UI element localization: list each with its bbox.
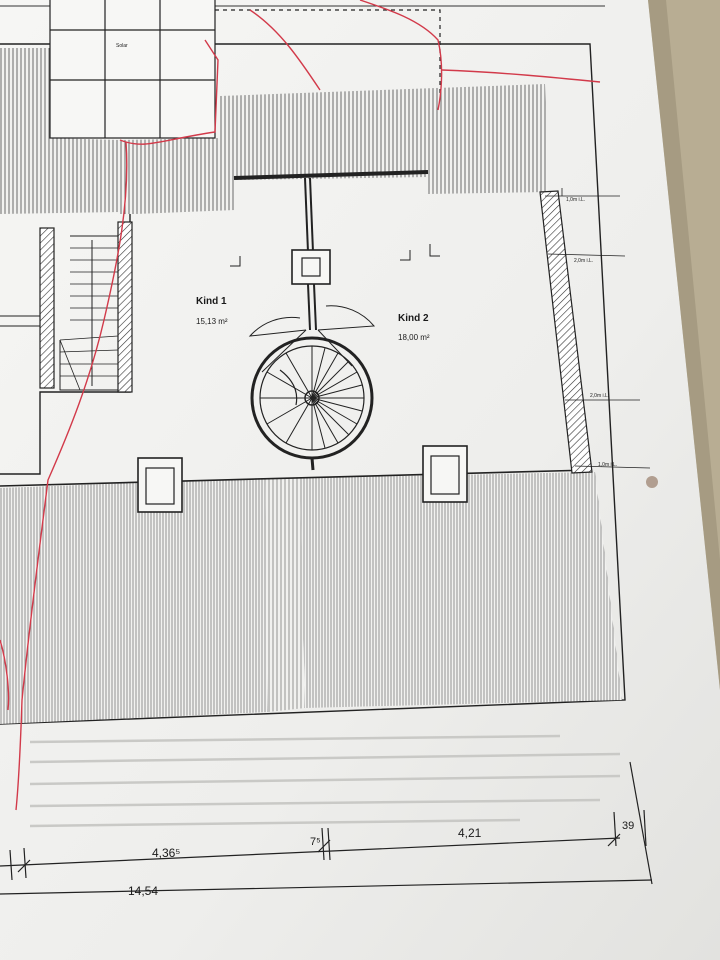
room-area-kind-2: 18,00 m² — [398, 333, 430, 342]
dashed-outline — [215, 9, 441, 96]
corner-markers — [230, 244, 440, 267]
dimension-segment-right: 4,21 — [458, 826, 482, 840]
skylight-right — [422, 445, 468, 503]
dimension-segment-left: 4,36⁵ — [152, 846, 181, 860]
roof-hatch-lower-right — [300, 472, 622, 708]
spiral-staircase — [250, 336, 374, 471]
door-swing-arcs — [248, 305, 376, 373]
dimension-total: 14,54 — [128, 884, 159, 898]
skylight-left — [137, 457, 183, 513]
room-area-kind-1: 15,13 m² — [196, 317, 228, 326]
roof-hatch-upper-mid — [120, 84, 548, 214]
dimension-segment-end: 39 — [622, 820, 635, 832]
height-marker-lines — [545, 188, 651, 469]
straight-staircase — [0, 221, 133, 393]
solar-label: Solar — [116, 43, 128, 49]
eave-line — [0, 469, 591, 487]
height-label-1: 1,0m i.L. — [566, 197, 586, 203]
roof-hatch-lower-mid — [265, 478, 305, 712]
faint-print-lines — [29, 734, 621, 828]
room-name-kind-2: Kind 2 — [398, 313, 429, 324]
room-name-kind-1: Kind 1 — [196, 296, 227, 307]
roof-hatch-lower-left — [0, 478, 268, 724]
right-wall — [539, 190, 593, 474]
dimension-chain — [0, 761, 653, 895]
partition-wall — [233, 170, 429, 331]
solar-panel-grid — [49, 0, 216, 139]
paper-shadow — [648, 0, 720, 690]
red-pen-markings — [0, 0, 601, 811]
plan-border — [0, 43, 626, 725]
smudge — [646, 476, 658, 488]
roof-hatch-upper-left — [0, 48, 120, 214]
height-label-4: 1,0m i.L. — [598, 462, 618, 468]
dimension-segment-gap: 7⁵ — [310, 836, 321, 848]
height-label-3: 2,0m i.L. — [590, 393, 610, 399]
height-label-2: 2,0m i.L. — [574, 258, 594, 264]
